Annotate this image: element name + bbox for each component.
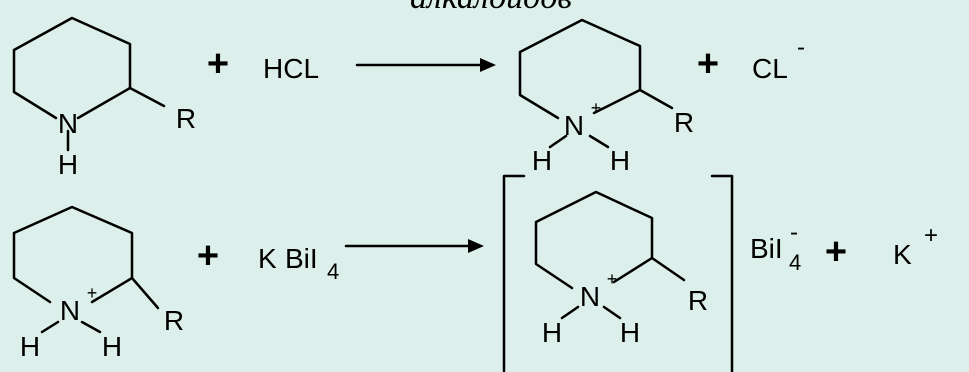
r2-k-ion: K (893, 239, 912, 270)
r2-counter-ion-subscript: 4 (789, 250, 801, 275)
r2-reactant-ring (12, 205, 134, 304)
r1-product-n: N (564, 110, 584, 141)
r2-reactant-nh-right-bond (80, 320, 102, 334)
r2-k-ion-charge: + (924, 222, 938, 249)
r2-counter-ion: BiI (750, 233, 783, 264)
r1-product-ring (518, 18, 642, 120)
r2-reactant-h-left: H (20, 331, 40, 362)
r1-arrow-head (480, 58, 496, 72)
r2-reactant-h-right: H (102, 331, 122, 362)
r1-plus-1: + (207, 43, 229, 85)
r1-reactant-n: N (58, 108, 78, 139)
r2-product-nh-right-bond (602, 305, 622, 320)
r2-reactant-nh-left-bond (40, 320, 60, 334)
r2-reactant-n: N (60, 295, 80, 326)
r1-plus-2: + (697, 43, 719, 85)
left-bracket (502, 174, 526, 372)
r1-reagent: HCL (263, 53, 319, 84)
r2-reactant-r-bond (130, 276, 160, 310)
r2-reactant-n-charge: + (87, 283, 98, 303)
r2-product-h-right: H (620, 317, 640, 348)
r2-product-nh-left-bond (560, 305, 580, 320)
r1-product-n-charge: + (591, 98, 602, 118)
r2-reagent-subscript: 4 (327, 259, 339, 284)
r1-reactant-h: H (58, 149, 78, 180)
r2-product-n: N (580, 281, 600, 312)
r2-reagent-bil: BiI (285, 243, 318, 274)
r2-reactant-r: R (164, 305, 184, 336)
r2-product-n-charge: + (607, 269, 618, 289)
r1-reactant-ring (12, 16, 132, 120)
r2-reagent-k: K (258, 243, 277, 274)
r2-product-h-left: H (542, 317, 562, 348)
r1-product-r: R (674, 107, 694, 138)
r1-product-nh-left-bond (548, 134, 568, 149)
r2-product-r: R (688, 285, 708, 316)
r2-product-ring (534, 190, 654, 290)
right-bracket (710, 174, 734, 372)
r1-reactant-r-bond (128, 86, 166, 108)
r2-arrow-head (468, 239, 484, 253)
r1-reactant-r: R (176, 103, 196, 134)
r2-counter-ion-charge: - (790, 219, 798, 246)
r1-product-nh-right-bond (588, 134, 610, 149)
r2-product-r-bond (650, 256, 686, 282)
r1-product-ion: CL (752, 53, 788, 84)
title-fragment: алкалоидов (410, 0, 572, 16)
r2-plus-1: + (197, 235, 219, 277)
r2-plus-2: + (825, 231, 847, 273)
r1-product-ion-charge: - (797, 34, 805, 61)
r1-product-r-bond (638, 88, 674, 110)
r1-product-h-left: H (532, 145, 552, 176)
r1-product-h-right: H (610, 145, 630, 176)
